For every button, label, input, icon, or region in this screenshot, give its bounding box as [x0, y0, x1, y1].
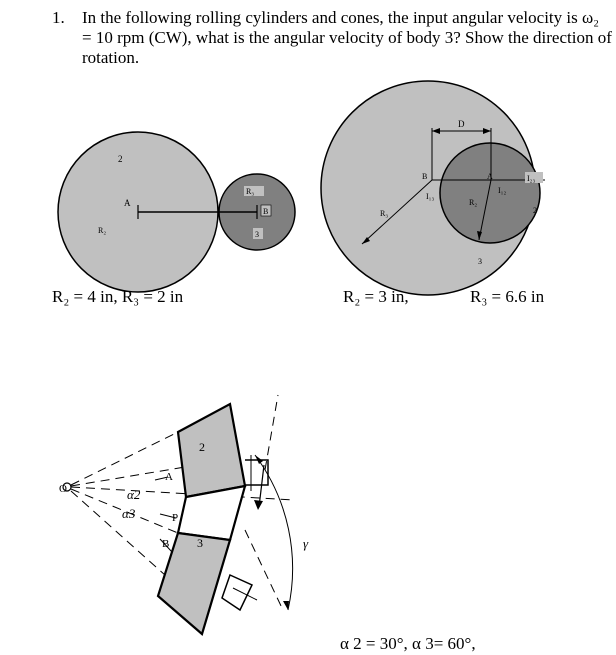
- problem-text: In the following rolling cylinders and c…: [82, 8, 612, 67]
- fig2-label-b: B: [422, 172, 427, 181]
- radius-r3: [361, 179, 433, 245]
- figure-1: 2 A R₂ R₃ B 3: [57, 131, 296, 293]
- cone-3-body: [156, 531, 232, 636]
- fig2-i23-box: [525, 172, 543, 183]
- gamma-arrow-top: [255, 455, 263, 464]
- gamma-ref-1: [264, 394, 279, 471]
- fig1-b-box: [260, 204, 272, 217]
- fig1-label-body2: 2: [118, 154, 123, 164]
- dim-d-arrow-right: [483, 128, 491, 134]
- cone-line-2: [70, 466, 186, 487]
- label-p-leader: [159, 513, 177, 519]
- fig3-label-body2: 2: [199, 440, 205, 454]
- fig2-label-i23: I₂₃: [527, 174, 535, 183]
- fig1-label-b: B: [263, 207, 268, 216]
- fig2-label-r3: R₃: [380, 209, 388, 218]
- fig1-3-box: [253, 228, 263, 239]
- fig1-caption: R₂ = 4 in, R₃ = 2 in: [52, 287, 184, 306]
- gamma-arc: [254, 454, 294, 611]
- fig3-caption: α 2 = 30°, α 3= 60°,: [340, 634, 476, 653]
- problem-statement: 1. In the following rolling cylinders an…: [52, 8, 612, 68]
- fig1-label-r3: R₃: [246, 187, 254, 196]
- omega-arrow-shaft: [258, 464, 265, 508]
- fig3-label-p: P: [172, 512, 178, 524]
- r2-arrow: [477, 231, 482, 240]
- fig2-label-a: A: [487, 172, 493, 181]
- shaft-3-collar: [232, 587, 258, 601]
- radius-r2: [478, 179, 492, 241]
- shaft-2: [245, 459, 269, 486]
- fig1-label-r2: R₂: [98, 226, 106, 235]
- fig3-label-body3: 3: [197, 536, 203, 550]
- fig3-label-alpha2: α2: [127, 487, 141, 502]
- figure-2: D B A I₁₃ I₁₂ I₂₃ R₂ R₃ 2 3: [320, 80, 545, 296]
- fig2-label-body3: 3: [478, 257, 482, 266]
- fig3-label-gamma: γ: [303, 536, 309, 551]
- fig3-label-alpha3: α3: [122, 506, 136, 521]
- cone-2-body: [176, 402, 247, 499]
- cone-line-3: [70, 488, 179, 534]
- problem-number: 1.: [52, 8, 65, 27]
- cylinder-2-inner: [439, 142, 541, 244]
- omega-arrow-head: [254, 500, 263, 510]
- fig1-r3-box: [244, 186, 264, 196]
- fig2-label-i13: I₁₃: [426, 192, 434, 201]
- fig2-label-r2: R₂: [469, 198, 477, 207]
- shaft-3: [221, 573, 254, 612]
- fig3-label-a: A: [165, 471, 173, 483]
- dim-d-arrow-left: [432, 128, 440, 134]
- label-b-leader: [159, 538, 173, 553]
- fig3-label-b: B: [162, 538, 169, 550]
- figure-3: O α2 α3 A P B 2 3 γ: [59, 394, 309, 636]
- fig2-label-body2: 2: [533, 206, 537, 215]
- fig2-label-d: D: [458, 119, 465, 129]
- fig1-label-a: A: [124, 198, 131, 208]
- r3-arrow: [362, 237, 370, 244]
- fig2-caption-right: R₃ = 6.6 in: [470, 287, 545, 306]
- cone-line-4: [70, 490, 166, 576]
- gamma-arrow-bottom: [283, 601, 289, 610]
- cone-line-axis: [70, 486, 294, 501]
- cone-line-1: [70, 431, 179, 486]
- fig1-label-body3: 3: [255, 230, 259, 239]
- label-a-leader: [154, 476, 169, 481]
- fig3-label-o: O: [59, 483, 67, 495]
- fig2-label-i12: I₁₂: [498, 186, 506, 195]
- fig2-caption-left: R₂ = 3 in,: [343, 287, 409, 306]
